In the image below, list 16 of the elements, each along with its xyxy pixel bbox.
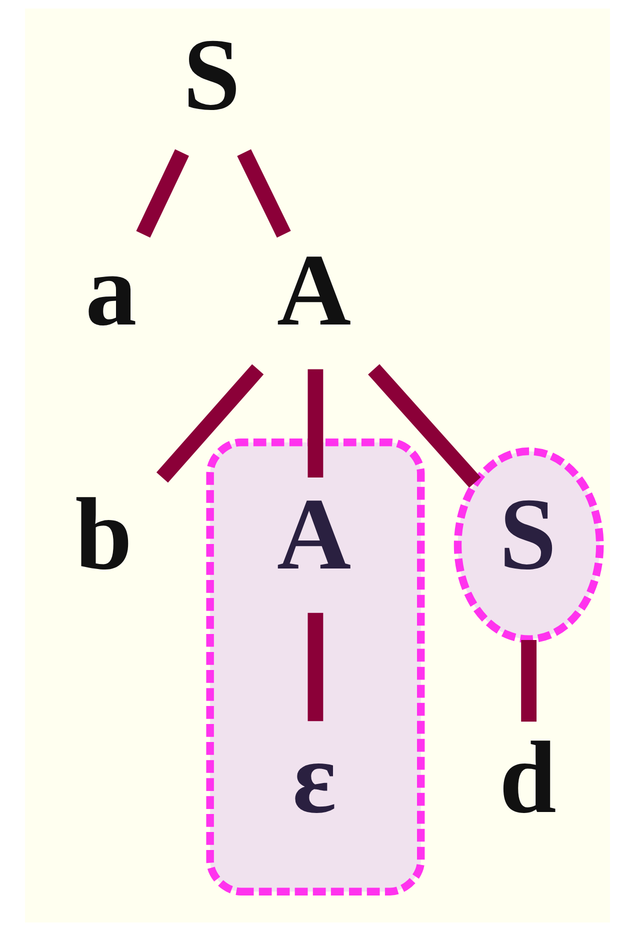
cluster bbox=[206, 438, 425, 896]
node-text: ε bbox=[292, 720, 336, 835]
node-ellipse: S bbox=[454, 447, 604, 643]
connector bbox=[136, 149, 189, 238]
connector bbox=[237, 149, 291, 238]
node-text: d bbox=[499, 720, 556, 835]
node-text: S bbox=[183, 18, 240, 132]
node-text: A bbox=[276, 234, 352, 348]
connector bbox=[308, 612, 324, 722]
node-text: a bbox=[85, 234, 137, 348]
connector bbox=[368, 364, 481, 488]
node-text: A bbox=[276, 477, 352, 592]
connector bbox=[521, 640, 537, 722]
node-text: b bbox=[75, 477, 132, 592]
connector bbox=[308, 369, 324, 478]
connector bbox=[156, 364, 264, 483]
